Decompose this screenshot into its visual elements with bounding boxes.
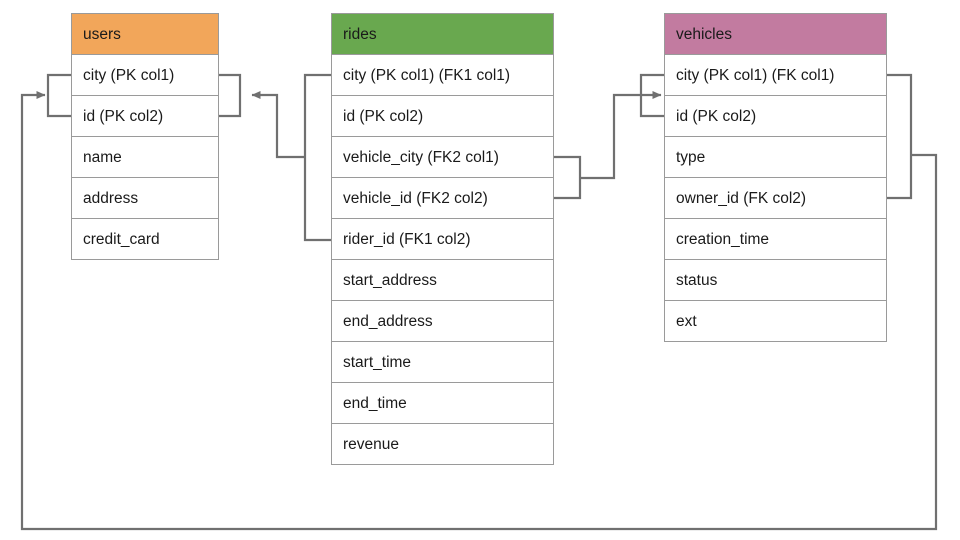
entity-users-title: users [83,26,121,43]
vehicles-right-bracket [887,73,913,200]
relationship-rides-rider-to-users [251,91,305,159]
column-rides-id[interactable]: id (PK col2) [331,96,554,137]
column-vehicles-owner-id[interactable]: owner_id (FK col2) [664,178,887,219]
column-rides-vehicle-id[interactable]: vehicle_id (FK2 col2) [331,178,554,219]
column-rides-vehicle-city[interactable]: vehicle_city (FK2 col1) [331,137,554,178]
column-rides-rider-id[interactable]: rider_id (FK1 col2) [331,219,554,260]
column-users-name[interactable]: name [71,137,219,178]
rides-right-bracket [554,155,582,200]
column-rides-start-address[interactable]: start_address [331,260,554,301]
column-users-credit-card[interactable]: credit_card [71,219,219,260]
column-vehicles-creation-time[interactable]: creation_time [664,219,887,260]
column-vehicles-city[interactable]: city (PK col1) (FK col1) [664,55,887,96]
entity-vehicles-header: vehicles [664,13,887,55]
relationship-rides-vehicle-to-vehicles [580,91,662,180]
entity-users-header: users [71,13,219,55]
users-right-bracket [219,73,242,118]
entity-vehicles[interactable]: vehicles city (PK col1) (FK col1) id (PK… [664,13,887,342]
entity-rides-header: rides [331,13,554,55]
column-rides-start-time[interactable]: start_time [331,342,554,383]
column-vehicles-status[interactable]: status [664,260,887,301]
column-rides-end-time[interactable]: end_time [331,383,554,424]
column-rides-city[interactable]: city (PK col1) (FK1 col1) [331,55,554,96]
column-vehicles-id[interactable]: id (PK col2) [664,96,887,137]
users-left-bracket [46,73,71,118]
column-users-address[interactable]: address [71,178,219,219]
column-rides-end-address[interactable]: end_address [331,301,554,342]
entity-vehicles-title: vehicles [676,26,732,43]
column-users-city[interactable]: city (PK col1) [71,55,219,96]
column-vehicles-ext[interactable]: ext [664,301,887,342]
entity-rides-title: rides [343,26,377,43]
column-rides-revenue[interactable]: revenue [331,424,554,465]
entity-users[interactable]: users city (PK col1) id (PK col2) name a… [71,13,219,260]
column-vehicles-type[interactable]: type [664,137,887,178]
column-users-id[interactable]: id (PK col2) [71,96,219,137]
rides-left-bracket [303,73,331,242]
vehicles-left-bracket [639,73,664,118]
entity-rides[interactable]: rides city (PK col1) (FK1 col1) id (PK c… [331,13,554,465]
